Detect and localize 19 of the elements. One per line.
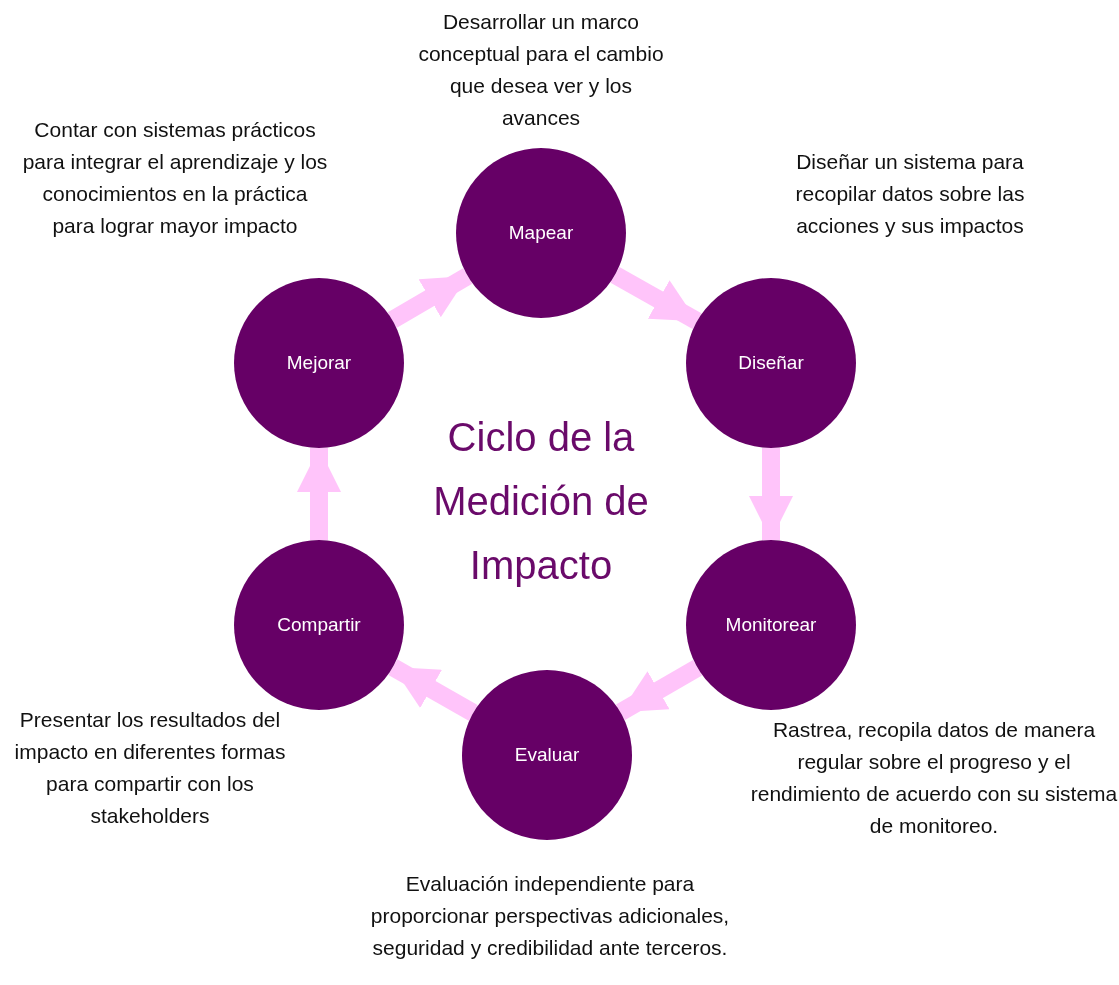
block-arrow	[388, 659, 478, 721]
block-arrow	[749, 448, 793, 540]
stage-label: Diseñar	[738, 352, 804, 374]
block-arrow	[297, 448, 341, 540]
description-text: Diseñar un sistema para recopilar datos sobre las acciones y sus impactos	[794, 149, 1026, 239]
stage-label: Evaluar	[514, 744, 580, 766]
block-arrow	[616, 659, 702, 721]
diagram-title: Ciclo de la Medición de Impacto	[432, 414, 650, 589]
stage-label: Monitorear	[725, 614, 817, 636]
stage-label: Mejorar	[286, 352, 352, 374]
block-arrow	[387, 268, 473, 328]
description-text: Rastrea, recopila datos de manera regular sobre el progreso y el rendimiento de acuerdo con su sistema de monitoreo.	[749, 717, 1119, 839]
stage-label: Compartir	[277, 614, 361, 636]
block-arrow	[610, 267, 702, 329]
stage-label: Mapear	[508, 222, 574, 244]
description-text: Evaluación independiente para proporcionar perspectivas adicionales, seguridad y credibilidad ante terceros.	[370, 871, 730, 961]
description-text: Desarrollar un marco conceptual para el cambio que desea ver y los avances	[417, 9, 665, 131]
description-text: Presentar los resultados del impacto en diferentes formas para compartir con los stakeholders	[13, 707, 287, 829]
description-text: Contar con sistemas prácticos para integrar el aprendizaje y los conocimientos en la práctica para lograr mayor impacto	[21, 117, 329, 239]
